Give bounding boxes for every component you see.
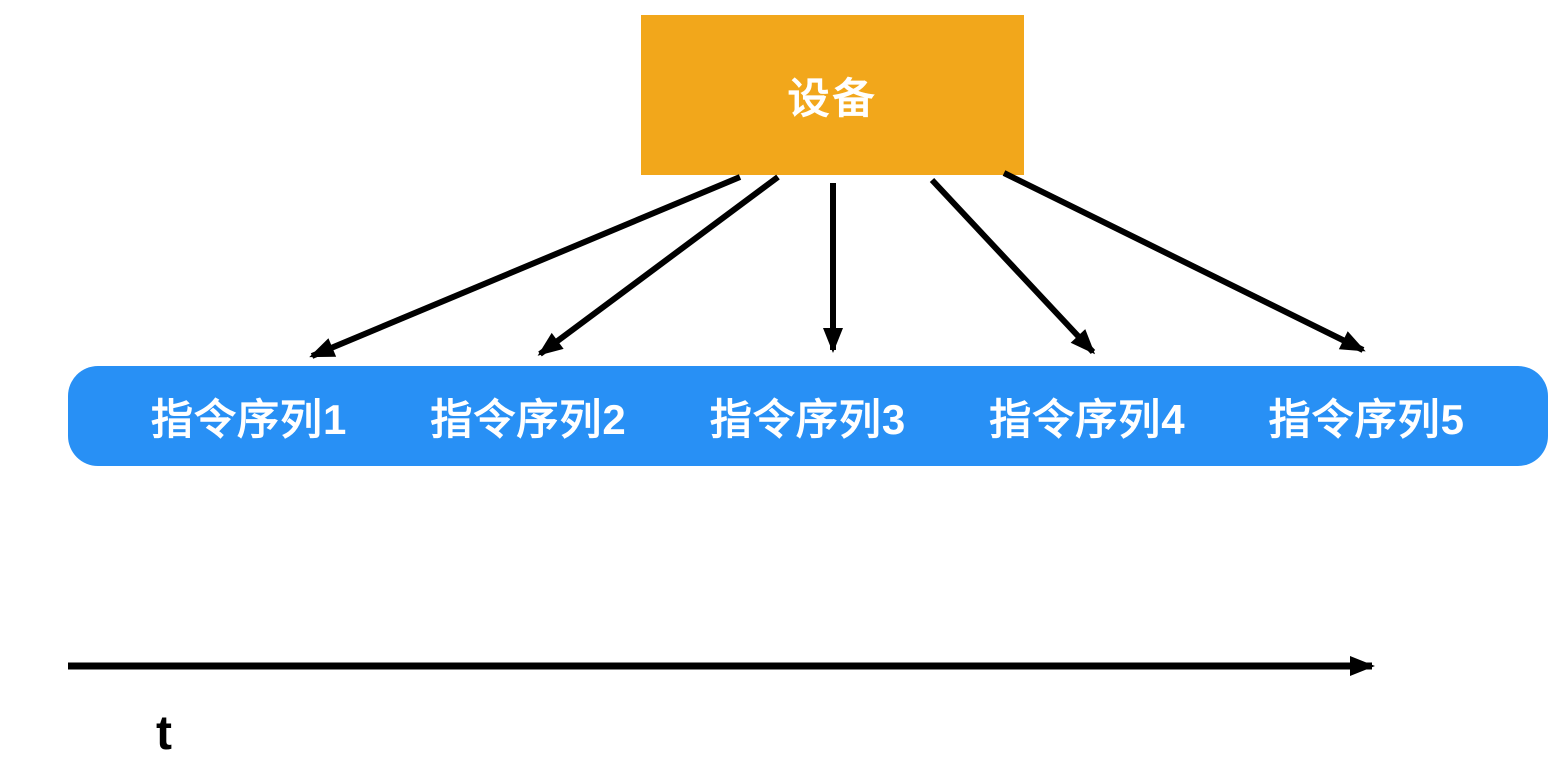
- sequence-label-4: 指令序列4: [989, 395, 1186, 443]
- device-to-seq1-arrow-icon: [309, 174, 742, 359]
- sequence-label-2: 指令序列2: [430, 395, 627, 443]
- device-to-seq4-arrow-icon: [929, 177, 1096, 355]
- device-node-label: 设备: [787, 74, 878, 122]
- sequence-label-3: 指令序列3: [709, 395, 907, 443]
- sequence-label-1: 指令序列1: [151, 395, 348, 443]
- sequence-label-5: 指令序列5: [1268, 395, 1465, 443]
- device-node: 设备: [641, 15, 1024, 175]
- instruction-sequence-bar: 指令序列1 指令序列2 指令序列3 指令序列4 指令序列5: [68, 366, 1548, 466]
- device-to-seq5-arrow-icon: [1002, 170, 1366, 353]
- time-axis-label: t: [156, 707, 172, 760]
- device-to-seq2-arrow-icon: [537, 174, 780, 357]
